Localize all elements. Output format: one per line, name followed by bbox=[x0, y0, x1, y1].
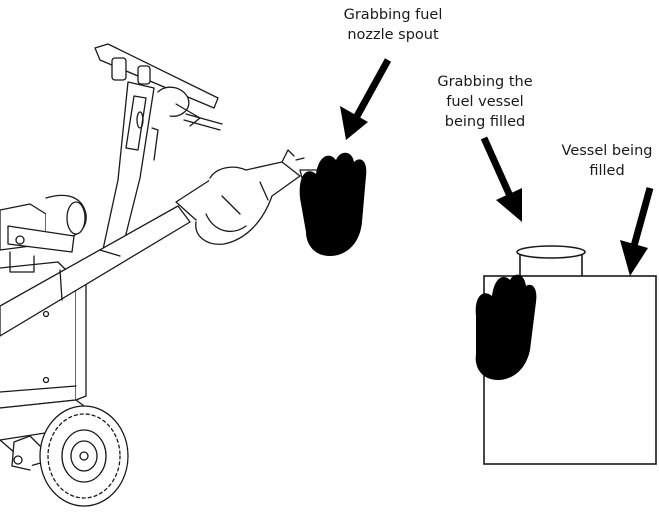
label-grabbing-vessel-line2: fuel vessel bbox=[446, 94, 524, 110]
cart-handlebar bbox=[94, 43, 223, 131]
arrow-to-nozzle bbox=[340, 58, 392, 140]
label-grabbing-nozzle-line1: Grabbing fuel bbox=[343, 7, 443, 23]
cart-wheel bbox=[11, 405, 129, 507]
vessel-neck bbox=[519, 252, 583, 276]
label-grabbing-vessel: Grabbing the fuel vessel being filled bbox=[415, 72, 555, 132]
label-grabbing-nozzle: Grabbing fuel nozzle spout bbox=[318, 5, 468, 45]
fuel-cart bbox=[0, 43, 363, 507]
label-grabbing-nozzle-line2: nozzle spout bbox=[347, 27, 439, 43]
cart-hose-boom bbox=[0, 205, 191, 337]
label-vessel-being-filled-line2: filled bbox=[589, 163, 625, 179]
hand-on-vessel bbox=[475, 274, 537, 380]
cart-handle-upright bbox=[101, 81, 159, 259]
arrow-to-vessel-corner bbox=[620, 187, 654, 276]
vessel-opening bbox=[516, 245, 586, 259]
label-grabbing-vessel-line3: being filled bbox=[444, 114, 526, 130]
cart-pump-motor bbox=[0, 194, 87, 273]
label-grabbing-vessel-line1: Grabbing the bbox=[437, 74, 533, 90]
label-vessel-being-filled-line1: Vessel being bbox=[561, 143, 653, 159]
hand-on-nozzle bbox=[299, 152, 367, 256]
label-vessel-being-filled: Vessel being filled bbox=[555, 141, 659, 181]
arrow-to-vessel bbox=[480, 136, 522, 222]
